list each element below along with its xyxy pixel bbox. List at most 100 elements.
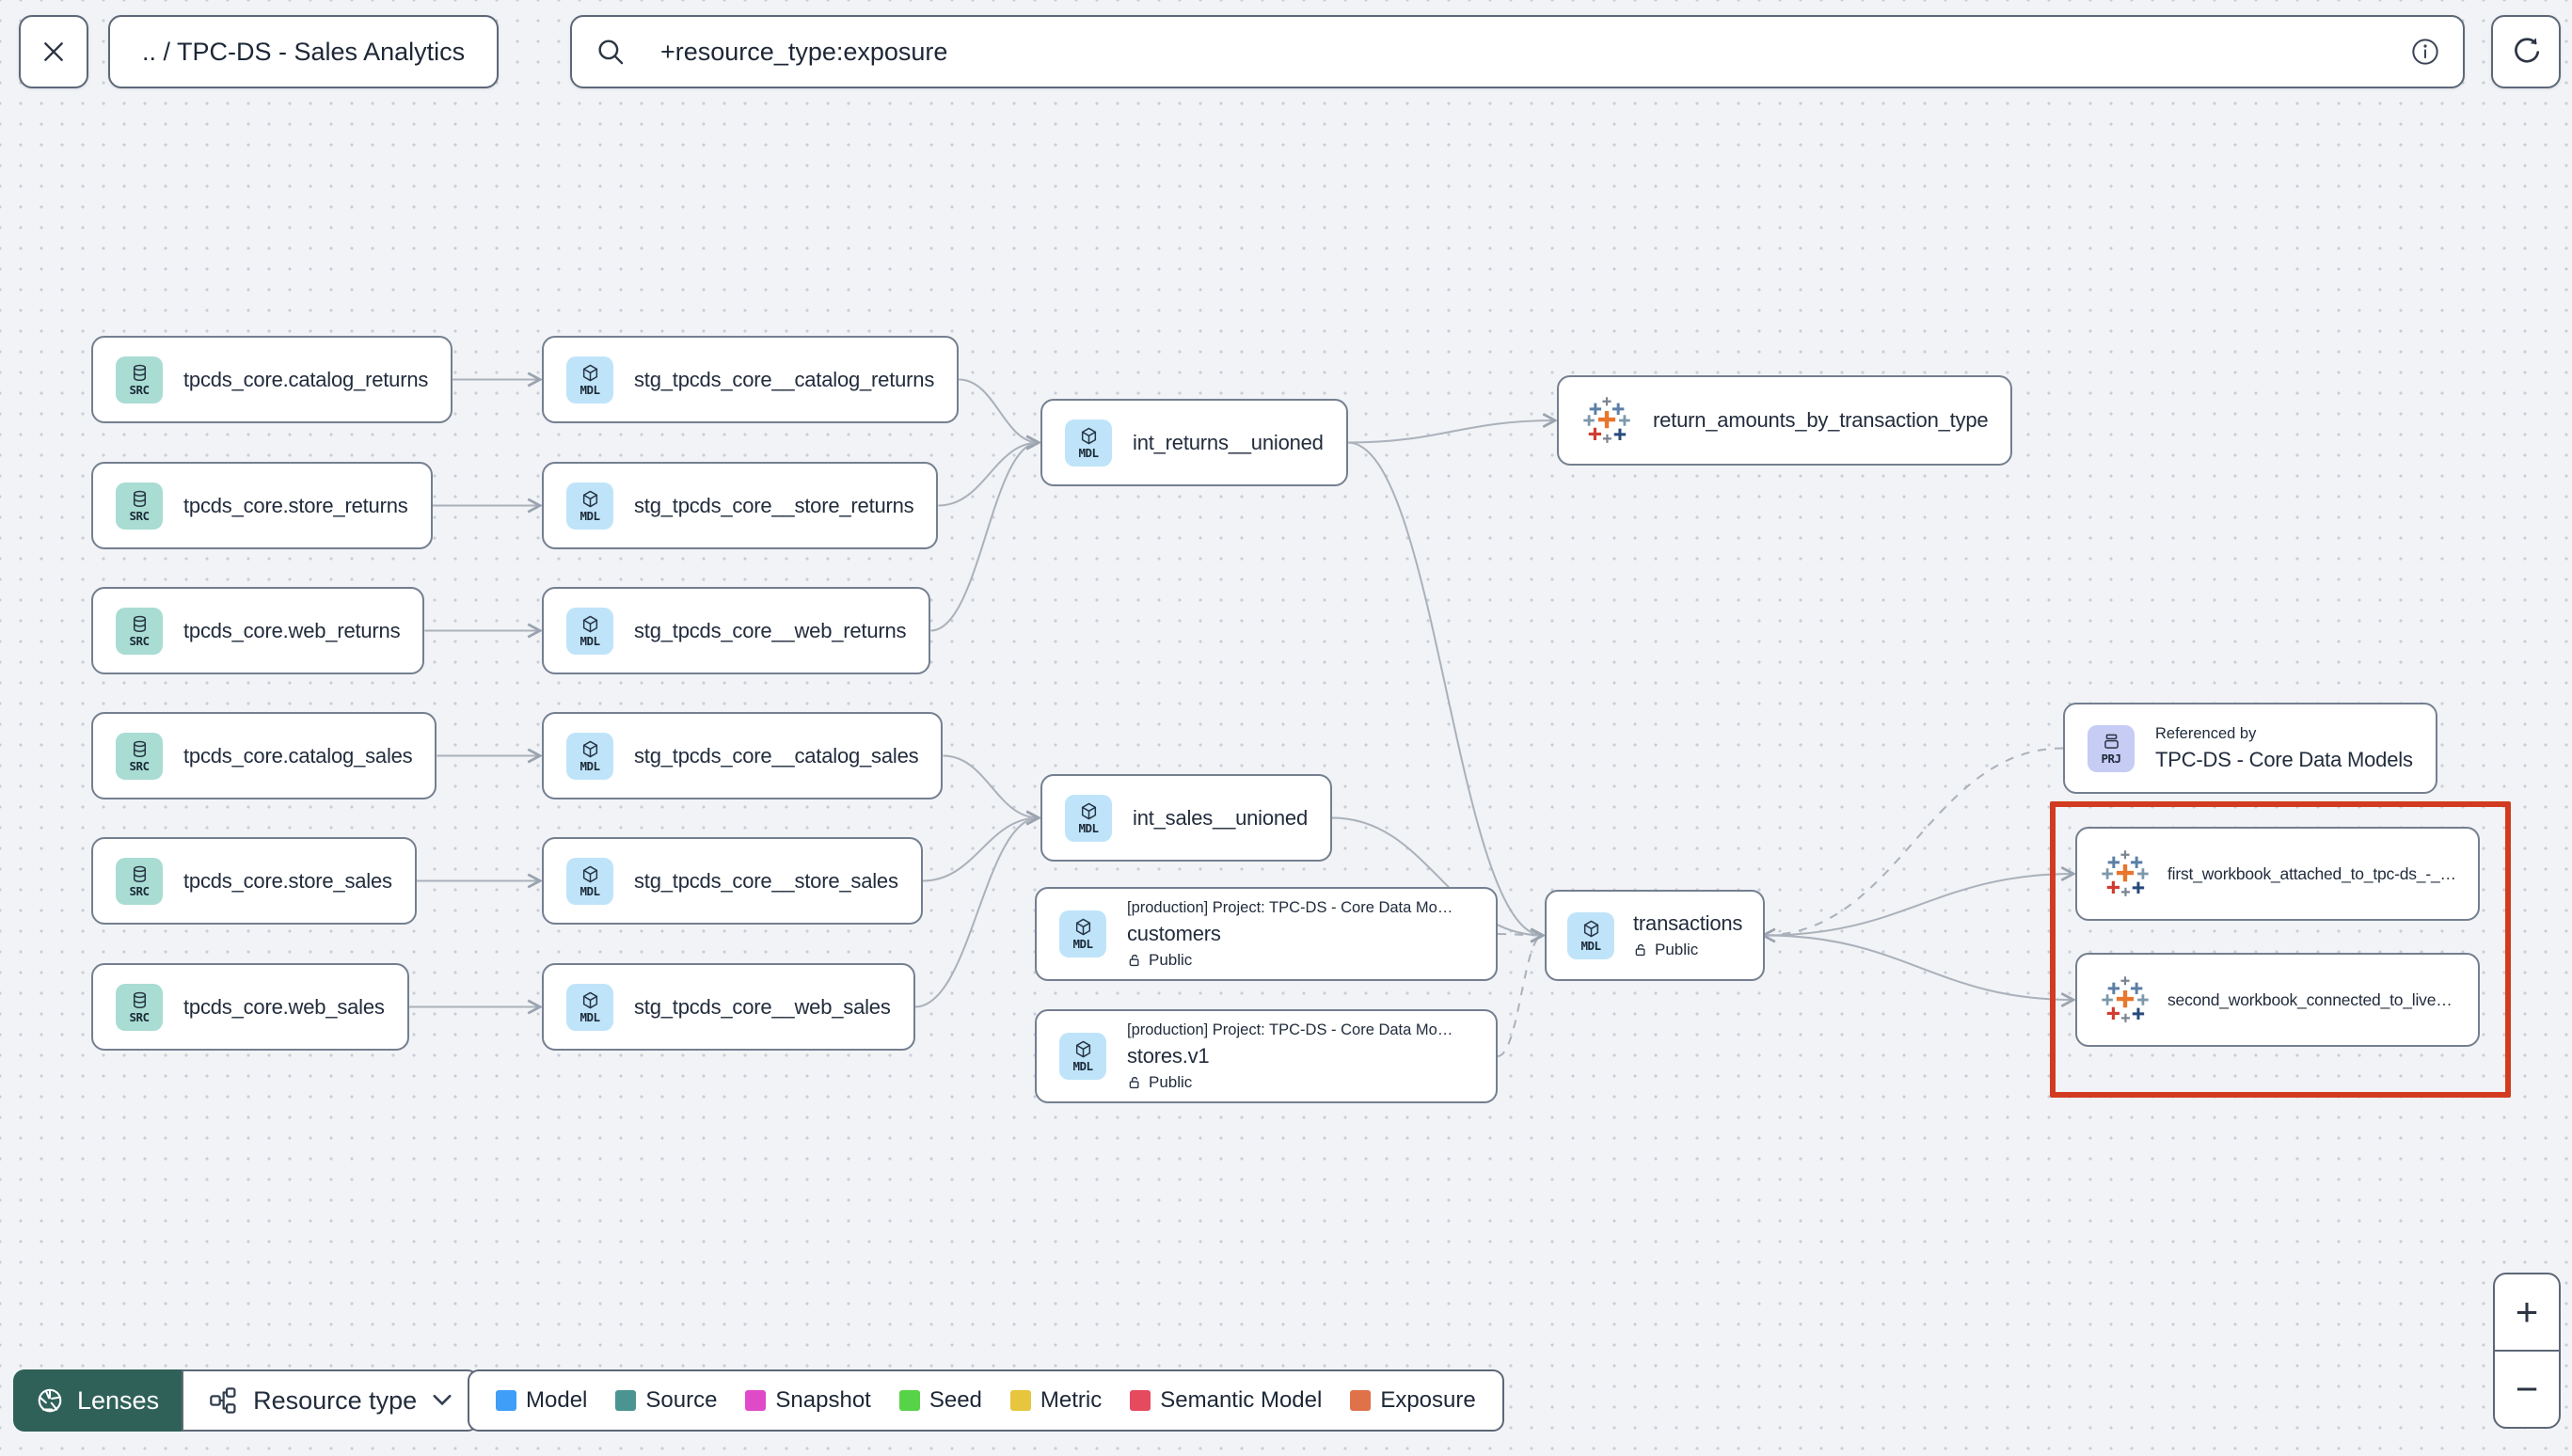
lens-controls: Lenses Resource type — [13, 1369, 480, 1432]
database-icon — [133, 740, 146, 757]
lineage-edge — [1347, 420, 1555, 444]
badge-label: MDL — [579, 1009, 600, 1024]
lineage-edge — [930, 443, 1039, 632]
zoom-out-button[interactable]: − — [2515, 1367, 2539, 1411]
node-label: stg_tpcds_core__web_returns — [634, 618, 907, 642]
node-exposure-return-amounts[interactable]: return_amounts_by_transaction_type — [1557, 375, 2013, 466]
node-int-returns-unioned[interactable]: MDL int_returns__unioned — [1040, 399, 1348, 486]
node-source-web-sales[interactable]: SRC tpcds_core.web_sales — [91, 963, 409, 1051]
node-label: int_returns__unioned — [1133, 430, 1324, 454]
resource-type-label: Resource type — [253, 1385, 418, 1415]
node-transactions[interactable]: MDL transactions Public — [1545, 890, 1766, 981]
badge-label: MDL — [579, 382, 600, 397]
source-swatch — [615, 1390, 637, 1411]
search-input[interactable] — [659, 36, 2393, 68]
zoom-controls: + − — [2493, 1273, 2561, 1429]
legend-item-snapshot: Snapshot — [745, 1387, 871, 1414]
cube-icon — [582, 364, 597, 382]
cube-icon — [1075, 1040, 1090, 1058]
selection-highlight-box — [2050, 801, 2511, 1098]
badge-label: MDL — [579, 508, 600, 523]
node-customers[interactable]: MDL [production] Project: TPC-DS - Core … — [1035, 887, 1498, 981]
node-label: TPC-DS - Core Data Models — [2155, 747, 2413, 771]
refresh-button[interactable] — [2491, 15, 2561, 88]
lineage-edge — [1765, 874, 2073, 937]
resource-type-icon — [210, 1387, 236, 1414]
info-icon[interactable] — [2410, 37, 2440, 67]
close-button[interactable] — [19, 15, 88, 88]
node-source-store-sales[interactable]: SRC tpcds_core.store_sales — [91, 837, 417, 925]
lineage-edge — [959, 378, 1039, 443]
cube-icon — [1583, 920, 1598, 938]
source-badge: SRC — [116, 857, 163, 905]
zoom-in-button[interactable]: + — [2495, 1274, 2559, 1352]
node-project-label: [production] Project: TPC-DS - Core Data… — [1127, 898, 1453, 916]
node-exposure-first-workbook[interactable]: first_workbook_attached_to_tpc-ds_-_… — [2075, 827, 2480, 921]
node-source-catalog-sales[interactable]: SRC tpcds_core.catalog_sales — [91, 712, 437, 799]
badge-label: MDL — [579, 633, 600, 648]
lenses-button[interactable]: Lenses — [13, 1369, 183, 1432]
badge-label: MDL — [579, 883, 600, 898]
legend-item-exposure: Exposure — [1350, 1387, 1476, 1414]
node-label: tpcds_core.catalog_sales — [183, 743, 413, 768]
snapshot-swatch — [745, 1390, 767, 1411]
cube-icon — [1081, 802, 1096, 820]
breadcrumb[interactable]: .. / TPC-DS - Sales Analytics — [108, 15, 500, 88]
node-label: customers — [1127, 921, 1221, 945]
node-stg-catalog-sales[interactable]: MDL stg_tpcds_core__catalog_sales — [542, 712, 944, 799]
badge-label: SRC — [129, 508, 150, 523]
node-label: stg_tpcds_core__store_sales — [634, 868, 898, 893]
node-label: stores.v1 — [1127, 1043, 1210, 1068]
node-label: first_workbook_attached_to_tpc-ds_-_… — [2167, 863, 2456, 883]
legend-label: Model — [526, 1387, 588, 1413]
node-label: second_workbook_connected_to_live… — [2167, 989, 2453, 1009]
node-access: Public — [1633, 941, 1742, 959]
cube-icon — [1075, 918, 1090, 936]
cube-icon — [582, 490, 597, 508]
legend-item-source: Source — [615, 1387, 717, 1414]
node-label: stg_tpcds_core__catalog_returns — [634, 367, 935, 391]
model-badge: MDL — [566, 607, 613, 655]
breadcrumb-label: .. / TPC-DS - Sales Analytics — [142, 37, 466, 66]
model-badge: MDL — [1065, 794, 1112, 842]
node-stg-store-sales[interactable]: MDL stg_tpcds_core__store_sales — [542, 837, 923, 925]
legend-item-seed: Seed — [898, 1387, 982, 1414]
badge-label: MDL — [579, 758, 600, 773]
node-stg-web-sales[interactable]: MDL stg_tpcds_core__web_sales — [542, 963, 915, 1051]
badge-label: SRC — [129, 1009, 150, 1024]
lineage-edge — [1497, 936, 1543, 1057]
badge-label: SRC — [129, 758, 150, 773]
node-stores-v1[interactable]: MDL [production] Project: TPC-DS - Core … — [1035, 1009, 1498, 1103]
search-bar[interactable] — [570, 15, 2465, 88]
access-label: Public — [1655, 941, 1699, 958]
project-badge: PRJ — [2088, 724, 2135, 772]
legend-bar: Model Source Snapshot Seed Metric Semant… — [468, 1369, 1504, 1432]
badge-label: PRJ — [2101, 751, 2121, 766]
cube-icon — [582, 615, 597, 633]
node-label: tpcds_core.web_returns — [183, 618, 401, 642]
badge-label: MDL — [1580, 938, 1601, 953]
semantic-model-swatch — [1130, 1390, 1151, 1411]
legend-item-model: Model — [496, 1387, 587, 1414]
aperture-icon — [38, 1388, 62, 1413]
node-int-sales-unioned[interactable]: MDL int_sales__unioned — [1040, 774, 1332, 862]
node-label: stg_tpcds_core__web_sales — [634, 994, 891, 1019]
access-label: Public — [1149, 1072, 1193, 1091]
node-source-web-returns[interactable]: SRC tpcds_core.web_returns — [91, 587, 425, 674]
node-label: stg_tpcds_core__store_returns — [634, 493, 914, 517]
node-stg-store-returns[interactable]: MDL stg_tpcds_core__store_returns — [542, 462, 939, 549]
search-icon — [598, 40, 624, 65]
node-exposure-second-workbook[interactable]: second_workbook_connected_to_live… — [2075, 953, 2480, 1047]
lineage-edge — [914, 818, 1039, 1008]
lineage-edge — [1331, 816, 1543, 936]
model-badge: MDL — [1059, 1033, 1106, 1080]
node-stg-web-returns[interactable]: MDL stg_tpcds_core__web_returns — [542, 587, 931, 674]
lineage-edge — [1763, 747, 2064, 936]
node-source-store-returns[interactable]: SRC tpcds_core.store_returns — [91, 462, 433, 549]
node-stg-catalog-returns[interactable]: MDL stg_tpcds_core__catalog_returns — [542, 336, 960, 423]
resource-type-dropdown[interactable]: Resource type — [182, 1369, 480, 1432]
node-source-catalog-returns[interactable]: SRC tpcds_core.catalog_returns — [91, 336, 453, 423]
node-referenced-by-project[interactable]: PRJ Referenced by TPC-DS - Core Data Mod… — [2063, 703, 2437, 794]
legend-label: Metric — [1040, 1387, 1103, 1413]
